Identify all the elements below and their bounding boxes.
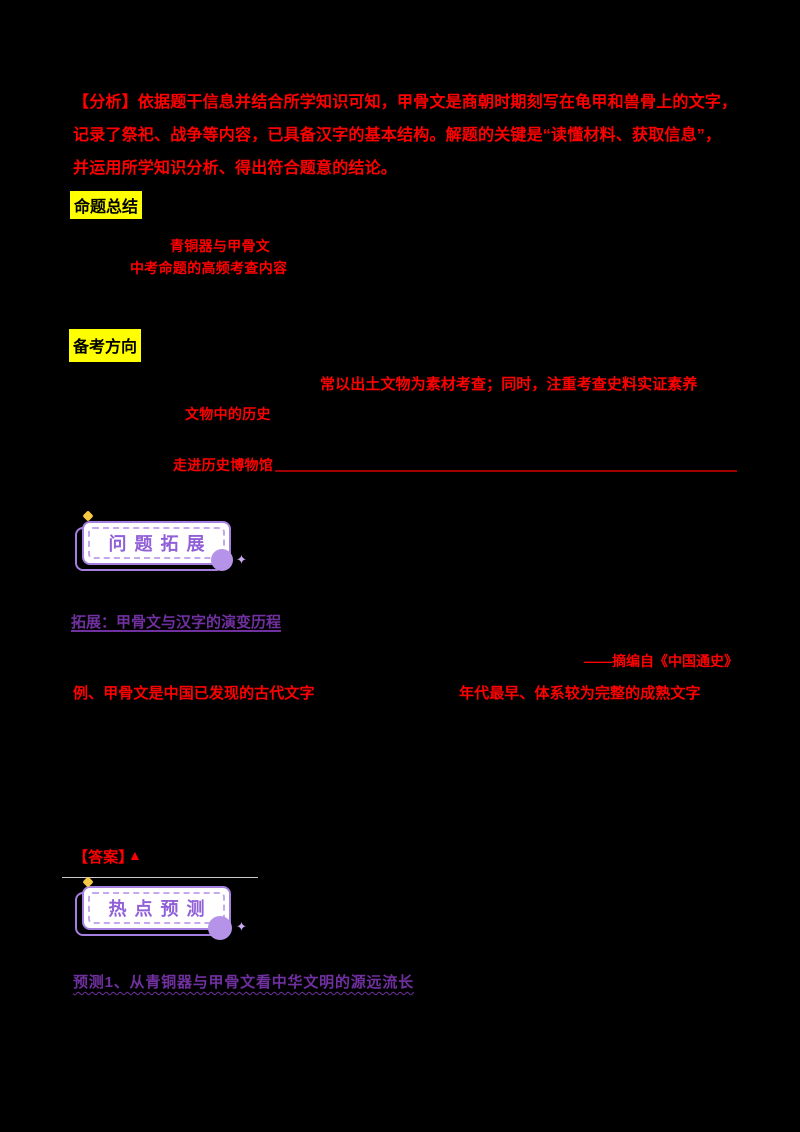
analysis-line-2: 记录了祭祀、战争等内容，已具备汉字的基本结构。解题的关键是“读懂材料、获取信息”… <box>73 127 722 144</box>
mingti-header: 命题总结 <box>70 191 143 219</box>
question-text-left: 例、甲骨文是中国已发现的古代文字 <box>73 685 315 702</box>
badge-box-wenti: 问题拓展 <box>82 521 231 565</box>
expand-heading: 拓展：甲骨文与汉字的演变历程 <box>71 614 282 631</box>
yellow-dot-icon <box>82 510 94 522</box>
badge-label-redian: 热点预测 <box>108 899 213 919</box>
sparkle-icon: ✦ <box>236 919 247 934</box>
question-text-right: 年代最早、体系较为完整的成熟文字 <box>459 685 701 702</box>
badge-top-rule <box>62 877 258 878</box>
analysis-paragraph: 【分析】依据题干信息并结合所学知识可知，甲骨文是商朝时期刻写在龟甲和兽骨上的文字… <box>73 86 737 185</box>
purple-circle-icon <box>211 549 233 571</box>
beikao-topic-1: 文物中的历史 <box>185 406 271 422</box>
predict-heading: 预测1、从青铜器与甲骨文看中华文明的源远流长 <box>73 974 414 991</box>
analysis-line-1: 【分析】依据题干信息并结合所学知识可知，甲骨文是商朝时期刻写在龟甲和兽骨上的文字… <box>73 94 738 111</box>
answer-blank-line <box>275 470 737 472</box>
beikao-topic-2: 走进历史博物馆 <box>173 457 274 473</box>
answer-label: 【答案】 <box>73 849 134 866</box>
sparkle-icon: ✦ <box>236 552 247 567</box>
purple-circle-icon <box>208 916 232 940</box>
beikao-direction-line: 常以出土文物为素材考查；同时，注重考查史料实证素养 <box>320 376 698 393</box>
mingti-summary-line: 中考命题的高频考查内容 <box>130 260 288 276</box>
source-citation: ——摘编自《中国通史》 <box>584 653 738 669</box>
badge-label-wenti: 问题拓展 <box>108 534 213 554</box>
beikao-header: 备考方向 <box>69 329 142 362</box>
analysis-line-3: 并运用所学知识分析、得出符合题意的结论。 <box>73 160 398 177</box>
mingti-focus-line: 青铜器与甲骨文 <box>170 238 271 254</box>
answer-triangle-icon: ▲ <box>128 847 142 863</box>
